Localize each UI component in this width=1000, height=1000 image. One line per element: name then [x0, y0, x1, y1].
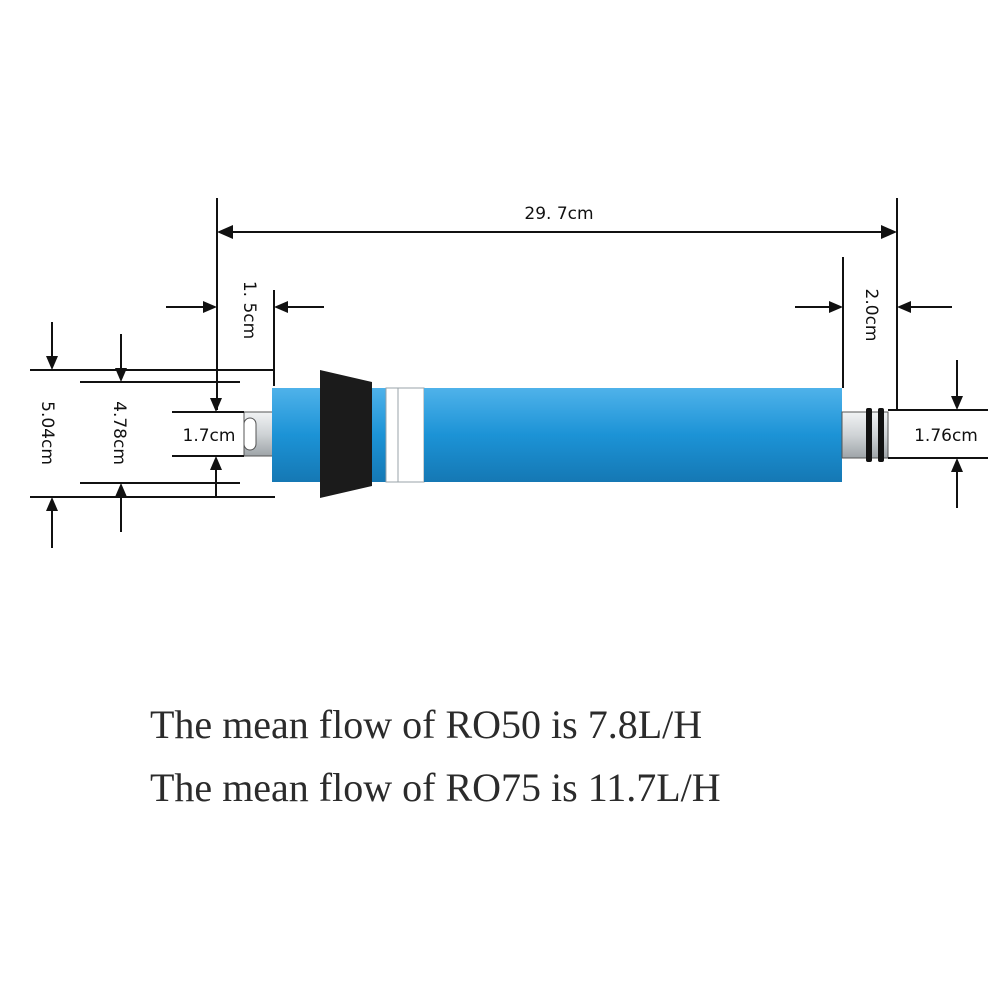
dimension-lines: [30, 198, 988, 548]
membrane-body-main: [424, 388, 842, 482]
total-length-label: 29. 7cm: [524, 204, 593, 224]
outer-diameter-large-label: 5.04cm: [37, 401, 57, 465]
o-ring: [878, 408, 884, 462]
right-port-diameter-label: 1.76cm: [914, 426, 978, 446]
membrane-body-left: [272, 388, 322, 482]
outer-diameter-small-label: 4.78cm: [109, 401, 129, 465]
right-port: [841, 408, 889, 462]
flow-caption-ro75: The mean flow of RO75 is 11.7L/H: [150, 765, 721, 810]
brine-seal: [320, 370, 372, 498]
dimension-arrowheads: [46, 225, 963, 511]
membrane-body-mid: [372, 388, 386, 482]
white-band: [385, 387, 425, 483]
left-port-diameter-label: 1.7cm: [183, 426, 236, 446]
right-end-length-label: 2.0cm: [861, 289, 881, 342]
ro-membrane: [243, 370, 889, 498]
o-ring: [866, 408, 872, 462]
left-port: [243, 411, 275, 457]
flow-caption-ro50: The mean flow of RO50 is 7.8L/H: [150, 702, 703, 747]
left-end-length-label: 1. 5cm: [239, 281, 259, 339]
